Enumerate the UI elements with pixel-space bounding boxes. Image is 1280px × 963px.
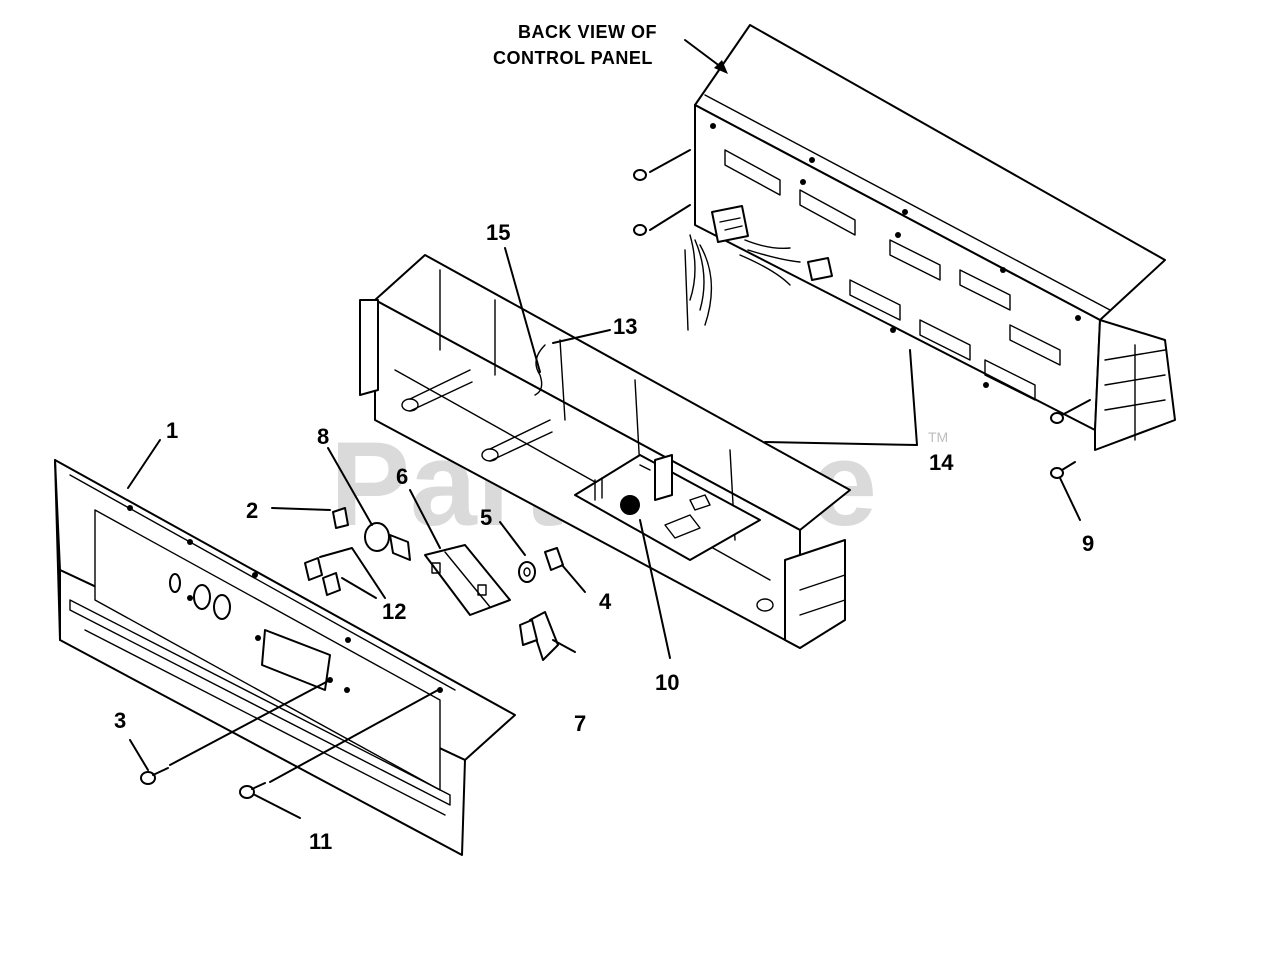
callout-6: 6: [396, 464, 408, 489]
callout-10: 10: [655, 670, 679, 695]
callout-7: 7: [574, 711, 586, 736]
title-arrow-icon: [714, 60, 728, 74]
back-view-title-line1: BACK VIEW OF: [518, 22, 657, 42]
watermark-trademark: TM: [928, 429, 948, 445]
callout-12: 12: [382, 599, 406, 624]
front-control-panel: [54, 459, 516, 856]
callout-2: 2: [246, 498, 258, 523]
callout-8: 8: [317, 424, 329, 449]
callout-5: 5: [480, 505, 492, 530]
leader-lines: [127, 247, 1081, 819]
callout-9: 9: [1082, 531, 1094, 556]
back-view-title-line2: CONTROL PANEL: [493, 48, 653, 68]
callout-3: 3: [114, 708, 126, 733]
callout-13: 13: [613, 314, 637, 339]
callout-1: 1: [166, 418, 178, 443]
back-view-control-panel: [633, 24, 1176, 451]
callout-14: 14: [929, 450, 954, 475]
small-parts: [140, 399, 1091, 799]
callout-15: 15: [486, 220, 510, 245]
callout-11: 11: [309, 829, 332, 854]
callout-4: 4: [599, 589, 612, 614]
control-panel-housing: [359, 254, 851, 649]
